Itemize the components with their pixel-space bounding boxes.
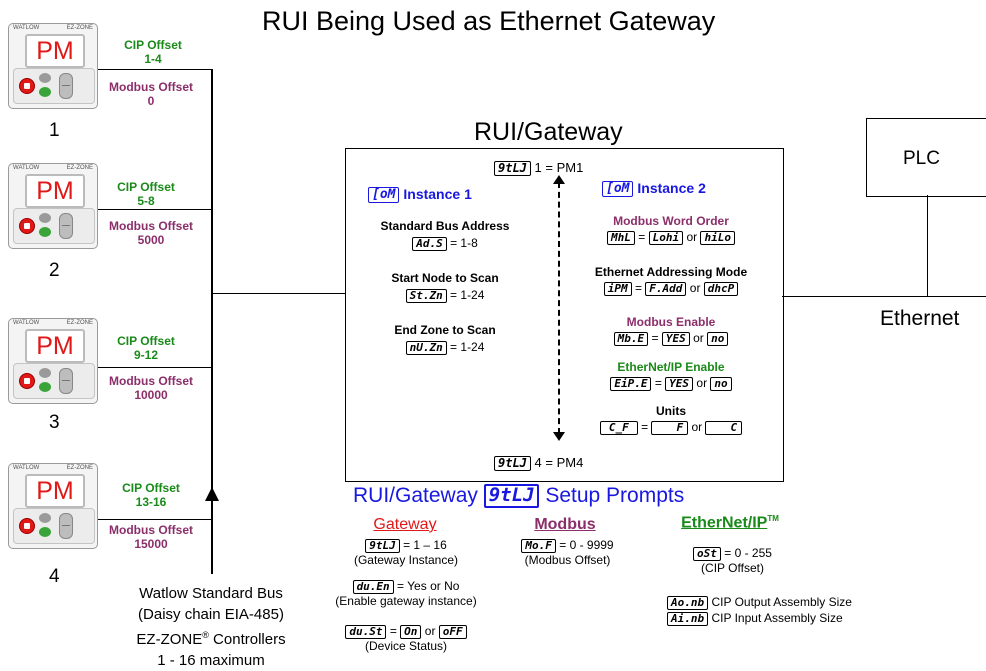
start-node-to-scan: Start Node to Scan St.Zn = 1-24 (391, 271, 499, 303)
brand-label: WATLOW (13, 320, 40, 326)
gateway-box (345, 148, 784, 482)
advance-key-icon (39, 73, 51, 83)
bus-tap-4 (96, 519, 212, 520)
setup-device-status: du.St = On or oFF (Device Status) (326, 624, 486, 653)
setup-cip-offset: oSt = 0 - 255 (CIP Offset) (665, 546, 800, 575)
instance-2-header: [oM Instance 2 (602, 180, 706, 198)
setup-modbus-heading: Modbus (534, 516, 596, 533)
pm-controller-3: WATLOW EZ-ZONE PM (8, 318, 98, 404)
advance-key-icon (39, 213, 51, 223)
pm-display: PM (25, 329, 85, 363)
arrow-up-icon (553, 175, 565, 184)
plc-label: PLC (903, 148, 940, 169)
cip-input-assembly-size: Ai.nb CIP Input Assembly Size (667, 611, 843, 626)
setup-gateway-heading: Gateway (373, 516, 437, 533)
controller-number: 2 (49, 260, 60, 281)
model-label: EZ-ZONE (66, 465, 93, 471)
bus-tap-2 (96, 209, 212, 210)
brand-label: WATLOW (13, 25, 40, 31)
pm-display: PM (25, 174, 85, 208)
setup-gateway-instance: 9tLJ = 1 – 16 (Gateway Instance) (353, 538, 459, 567)
setup-gateway-enable: du.En = Yes or No (Enable gateway instan… (335, 579, 477, 608)
gateway-top-prompt: 9tLJ 1 = PM1 (494, 160, 583, 176)
up-down-key-icon (59, 73, 73, 99)
instance-1-header: [oM Instance 1 (368, 186, 472, 204)
pm-display: PM (25, 474, 85, 508)
plc-box (866, 118, 986, 197)
pm-controller-1: WATLOW EZ-ZONE PM (8, 23, 98, 109)
advance-key-icon (39, 368, 51, 378)
green-key-icon (39, 382, 51, 392)
bus-tap-1 (96, 69, 212, 70)
standard-bus-address: Standard Bus Address Ad.S = 1-8 (380, 219, 510, 251)
plc-drop-line (927, 195, 928, 296)
ethernetip-enable: EtherNet/IP Enable EiP.E = YES or no (562, 360, 780, 391)
arrow-up-icon (205, 487, 219, 501)
pm-controller-2: WATLOW EZ-ZONE PM (8, 163, 98, 249)
green-key-icon (39, 227, 51, 237)
setup-modbus-offset: Mo.F = 0 - 9999 (Modbus Offset) (500, 538, 635, 567)
controller-number: 1 (49, 120, 60, 141)
model-label: EZ-ZONE (66, 320, 93, 326)
arrow-down-icon (553, 432, 565, 441)
gateway-title: RUI/Gateway (474, 118, 623, 146)
model-label: EZ-ZONE (66, 165, 93, 171)
modbus-word-order: Modbus Word Order MhL = Lohi or hiLo (562, 214, 780, 245)
scan-range-line (558, 182, 560, 434)
pm-display: PM (25, 34, 85, 68)
controller-number: 3 (49, 412, 60, 433)
infinity-key-icon (19, 518, 35, 534)
bus-to-gateway (212, 293, 345, 294)
bus-caption: Watlow Standard Bus (Daisy chain EIA-485… (136, 585, 286, 669)
keypad-panel (13, 363, 95, 399)
green-key-icon (39, 527, 51, 537)
green-key-icon (39, 87, 51, 97)
modbus-enable: Modbus Enable Mb.E = YES or no (562, 315, 780, 346)
controller-number: 4 (49, 566, 60, 587)
infinity-key-icon (19, 218, 35, 234)
ethernet-line (782, 296, 986, 297)
infinity-key-icon (19, 78, 35, 94)
up-down-key-icon (59, 513, 73, 539)
gateway-bottom-prompt: 9tLJ 4 = PM4 (494, 455, 583, 471)
advance-key-icon (39, 513, 51, 523)
brand-label: WATLOW (13, 465, 40, 471)
model-label: EZ-ZONE (66, 25, 93, 31)
up-down-key-icon (59, 213, 73, 239)
bus-trunk (211, 69, 213, 574)
up-down-key-icon (59, 368, 73, 394)
setup-prompts-title: RUI/Gateway 9tLJ Setup Prompts (353, 484, 685, 509)
bus-tap-3 (96, 367, 212, 368)
infinity-key-icon (19, 373, 35, 389)
cip-output-assembly-size: Ao.nb CIP Output Assembly Size (667, 595, 852, 610)
ethernet-addressing-mode: Ethernet Addressing Mode iPM = F.Add or … (594, 265, 748, 296)
end-zone-to-scan: End Zone to Scan nU.Zn = 1-24 (394, 323, 496, 355)
units: Units C_F = F or C (562, 404, 780, 435)
page-title: RUI Being Used as Ethernet Gateway (262, 6, 716, 36)
ethernet-label: Ethernet (880, 307, 960, 330)
setup-ethernetip-heading: EtherNet/IPTM (681, 514, 779, 532)
brand-label: WATLOW (13, 165, 40, 171)
pm-controller-4: WATLOW EZ-ZONE PM (8, 463, 98, 549)
